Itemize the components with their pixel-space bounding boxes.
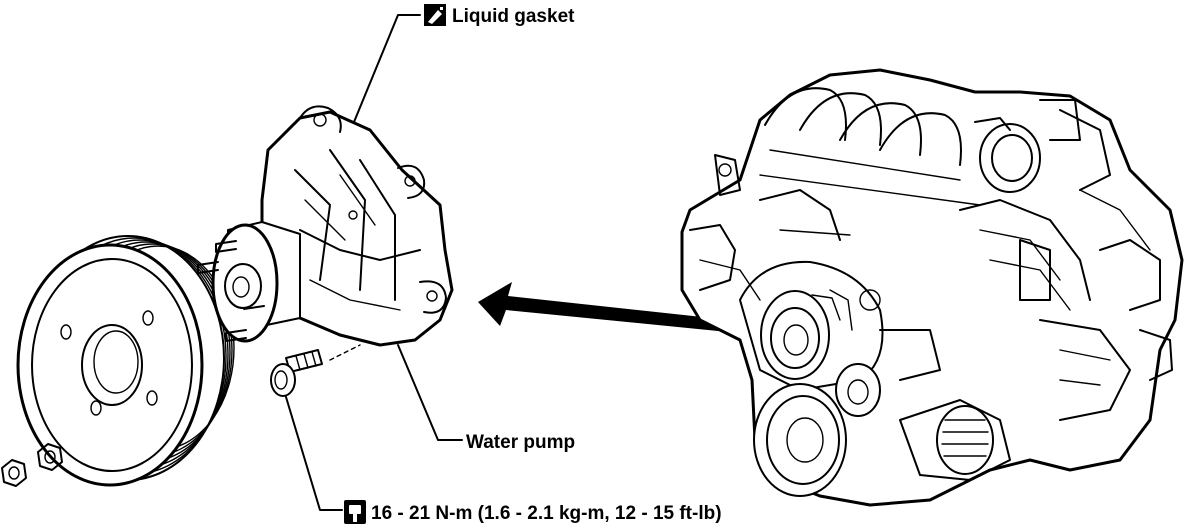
torque-wrench-symbol-icon bbox=[344, 500, 366, 524]
torque-spec-label: 16 - 21 N-m (1.6 - 2.1 kg-m, 12 - 15 ft-… bbox=[371, 503, 722, 524]
water-pump-label: Water pump bbox=[466, 432, 575, 453]
leader-line-liquid-gasket bbox=[353, 14, 421, 123]
flange-nut bbox=[1, 459, 27, 487]
flange-nut bbox=[37, 443, 63, 471]
leader-line-torque bbox=[285, 396, 343, 511]
mounting-bolt bbox=[270, 349, 323, 397]
liquid-gasket-symbol-icon bbox=[424, 4, 446, 26]
leader-line-water-pump bbox=[397, 344, 463, 441]
direction-arrow bbox=[478, 282, 730, 332]
liquid-gasket-label: Liquid gasket bbox=[452, 6, 575, 27]
crankshaft-pulley bbox=[753, 383, 847, 497]
pulley bbox=[16, 235, 235, 487]
engine-assembly bbox=[680, 68, 1184, 507]
water-pump bbox=[197, 105, 454, 347]
engine-water-pump-pulley bbox=[760, 289, 853, 380]
